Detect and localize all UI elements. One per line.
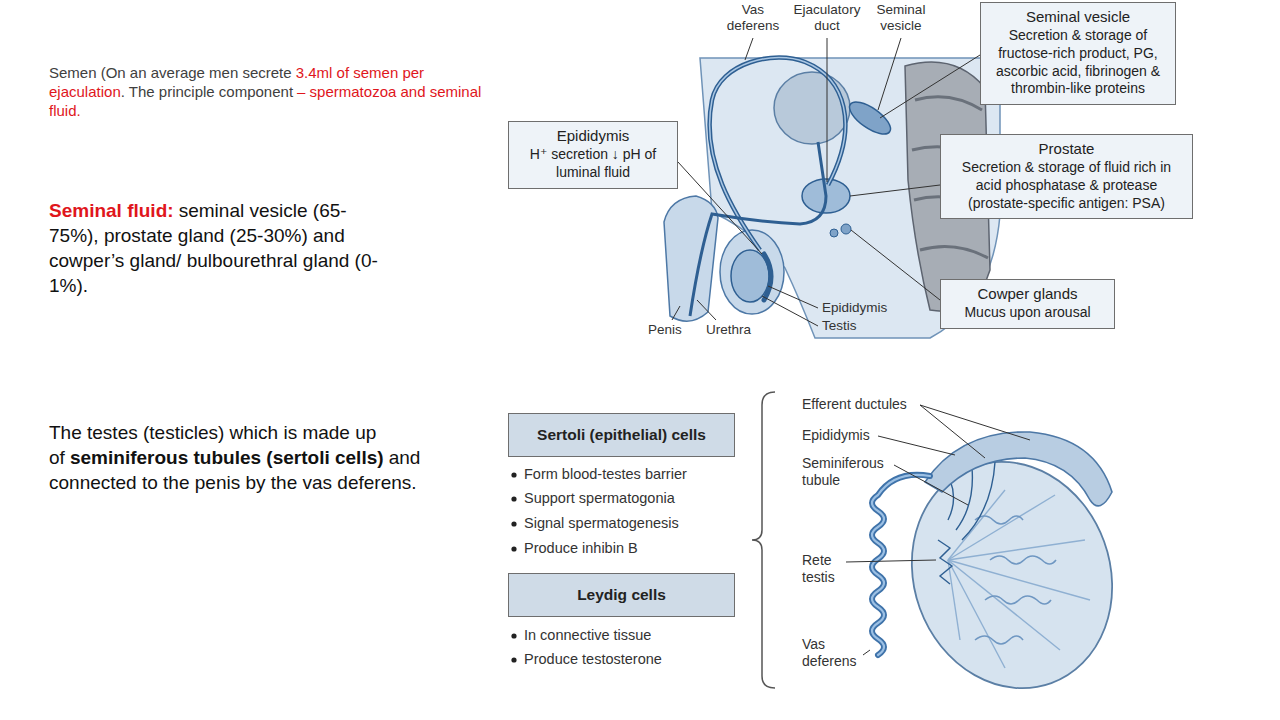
part-label: Efferent ductules (802, 396, 907, 413)
tubule (975, 636, 1023, 644)
body-text: Semen (On an average men secrete (49, 64, 292, 81)
part-label: Seminiferous tubule (802, 455, 897, 488)
part-label: Epididymis (822, 300, 887, 316)
box-body: Secretion & storage of fructose-rich pro… (989, 27, 1167, 99)
efferent-ductule (962, 462, 995, 540)
septum (948, 560, 1060, 650)
septum (948, 560, 960, 640)
septum (948, 560, 1005, 668)
part-label: Ejaculatory duct (788, 2, 866, 34)
part-label: Vas deferens (720, 2, 786, 34)
bullet (511, 657, 516, 662)
part-label: Seminal vesicle (868, 2, 934, 34)
tubule (985, 596, 1051, 604)
box-heading: Seminal vesicle (989, 8, 1167, 27)
leader-line (827, 38, 828, 182)
leader-line (920, 405, 1030, 440)
septum (948, 560, 1090, 600)
box-heading: Cowper glands (949, 285, 1106, 304)
bullet (511, 521, 516, 526)
part-label: Vas deferens (802, 636, 872, 669)
leader-line (678, 162, 762, 254)
part-label: Rete testis (802, 552, 864, 585)
vas-deferens-lumen (872, 475, 930, 655)
septum (948, 495, 1055, 560)
paragraph: The testes (testicles) which is made up … (49, 420, 439, 495)
leader-line (697, 300, 716, 320)
epididymis (764, 254, 771, 300)
term-heading: Seminal fluid: (49, 200, 174, 221)
leader-lines (846, 405, 1030, 655)
box-heading: Leydig cells (517, 585, 726, 604)
leader-line (762, 296, 818, 326)
seminal-vesicle (845, 96, 896, 140)
bladder (774, 72, 850, 144)
box-body: H⁺ secretion ↓ pH of luminal fluid (517, 146, 669, 182)
bullet-text: Support spermatogonia (524, 490, 675, 507)
epididymis (925, 432, 1112, 506)
leader-line (894, 465, 968, 505)
part-label: Penis (648, 322, 682, 338)
box-heading: Prostate (949, 140, 1184, 159)
testis (731, 250, 769, 302)
leader-line (878, 436, 955, 455)
bold-text: seminiferous tubules (sertoli cells) (70, 447, 384, 468)
leader-line (880, 55, 980, 118)
body-text: . The principle component (121, 83, 293, 100)
leader-line (851, 230, 940, 300)
bullet-text: Form blood-testes barrier (524, 466, 687, 483)
septum (948, 540, 1085, 560)
cowper-gland (830, 229, 838, 237)
header-box: Leydig cells (508, 573, 735, 617)
bullet (511, 633, 516, 638)
vas-deferens-tube (872, 475, 930, 655)
info-box: Cowper glandsMucus upon arousal (940, 279, 1115, 329)
info-box: ProstateSecretion & storage of fluid ric… (940, 134, 1193, 219)
part-label: Epididymis (802, 427, 870, 444)
part-label: Testis (822, 318, 857, 334)
cowper-gland (841, 224, 851, 234)
rete-network (938, 540, 952, 584)
paragraph: Semen (On an average men secrete3.4ml of… (49, 64, 501, 120)
bullet-text: Produce testosterone (524, 651, 662, 668)
bullet-text: In connective tissue (524, 627, 651, 644)
leader-line (850, 185, 940, 196)
bullet-text: Signal spermatogenesis (524, 515, 679, 532)
septum (948, 490, 1005, 560)
header-box: Sertoli (epithelial) cells (508, 413, 735, 457)
leader-line (745, 38, 753, 60)
bullet-text: Produce inhibin B (524, 540, 638, 557)
bullet (511, 496, 516, 501)
part-label: Urethra (706, 322, 751, 338)
info-box: EpididymisH⁺ secretion ↓ pH of luminal f… (508, 121, 678, 189)
leader-line (878, 38, 901, 110)
bracket (752, 392, 775, 688)
tubule (990, 556, 1056, 564)
paragraph: Seminal fluid:seminal vesicle (65-75%), … (49, 198, 384, 298)
bullet (511, 546, 516, 551)
info-box: Seminal vesicleSecretion & storage of fr… (980, 2, 1176, 105)
septa (948, 490, 1090, 668)
leader-line (768, 286, 818, 308)
box-heading: Sertoli (epithelial) cells (517, 425, 726, 444)
seminiferous-tubules (975, 516, 1056, 644)
box-body: Secretion & storage of fluid rich in aci… (949, 159, 1184, 213)
box-heading: Epididymis (517, 127, 669, 146)
tubule (975, 516, 1023, 524)
leader-line (672, 306, 680, 320)
leader-line (846, 560, 936, 562)
urethra-tube (690, 142, 826, 316)
leader-lines (672, 38, 980, 326)
leader-line (863, 650, 870, 655)
box-body: Mucus upon arousal (949, 304, 1106, 322)
bullet (511, 472, 516, 477)
leader-line (920, 405, 985, 458)
